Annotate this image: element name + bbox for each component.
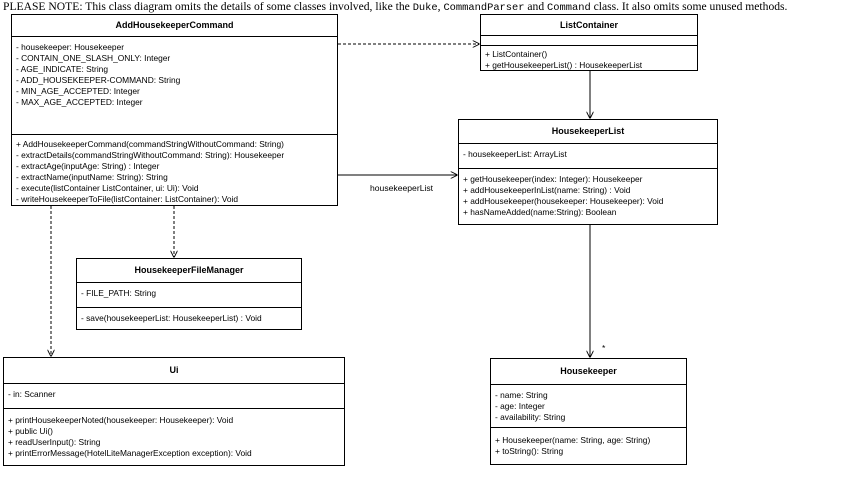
method: + hasNameAdded(name:String): Boolean bbox=[463, 206, 617, 217]
methods-section: + printHousekeeperNoted(housekeeper: Hou… bbox=[4, 409, 344, 459]
note-duke: Duke bbox=[412, 2, 438, 14]
method: + getHousekeeperList() : HousekeeperList bbox=[485, 59, 643, 70]
attributes-section: - in: Scanner bbox=[4, 384, 344, 409]
method: + printErrorMessage(HotelLiteManagerExce… bbox=[8, 447, 252, 458]
method: + readUserInput(): String bbox=[8, 436, 101, 447]
note-sep: and bbox=[524, 0, 548, 13]
class-name: ListContainer bbox=[481, 15, 697, 36]
method: + printHousekeeperNoted(housekeeper: Hou… bbox=[8, 415, 234, 425]
attribute: - housekeeper: Housekeeper bbox=[16, 42, 125, 52]
note-command: Command bbox=[547, 2, 591, 14]
method: - save(housekeeperList: HousekeeperList)… bbox=[81, 313, 262, 323]
attribute: - age: Integer bbox=[495, 400, 545, 411]
multiplicity-label: * bbox=[602, 343, 606, 353]
attribute: - ADD_HOUSEKEEPER-COMMAND: String bbox=[16, 74, 181, 85]
class-add-housekeeper-command: AddHousekeeperCommand - housekeeper: Hou… bbox=[11, 14, 338, 206]
association-label: housekeeperList bbox=[370, 183, 434, 193]
class-housekeeper-file-manager: HousekeeperFileManager - FILE_PATH: Stri… bbox=[76, 258, 302, 330]
methods-section: + ListContainer() + getHousekeeperList()… bbox=[481, 46, 697, 71]
attributes-section: - housekeeper: Housekeeper - CONTAIN_ONE… bbox=[12, 37, 337, 135]
class-ui: Ui - in: Scanner + printHousekeeperNoted… bbox=[3, 357, 345, 466]
attributes-section bbox=[481, 36, 697, 46]
methods-section: - save(housekeeperList: HousekeeperList)… bbox=[77, 308, 301, 324]
attribute: - housekeeperList: ArrayList bbox=[463, 149, 567, 159]
method: - writeHousekeeperToFile(listContainer: … bbox=[16, 193, 239, 204]
class-list-container: ListContainer + ListContainer() + getHou… bbox=[480, 14, 698, 71]
class-name: Housekeeper bbox=[491, 359, 686, 385]
attribute: - name: String bbox=[495, 390, 548, 400]
method: + getHousekeeper(index: Integer): Housek… bbox=[463, 174, 643, 184]
method: + addHousekeeperInList(name: String) : V… bbox=[463, 184, 631, 195]
methods-section: + AddHousekeeperCommand(commandStringWit… bbox=[12, 135, 337, 204]
note-text-end: class. It also omits some unused methods… bbox=[590, 0, 788, 13]
method: - extractName(inputName: String): String bbox=[16, 171, 168, 182]
methods-section: + Housekeeper(name: String, age: String)… bbox=[491, 428, 686, 457]
class-name: Ui bbox=[4, 358, 344, 384]
method: - extractDetails(commandStringWithoutCom… bbox=[16, 149, 285, 160]
method: + ListContainer() bbox=[485, 49, 548, 59]
diagram-note: PLEASE NOTE: This class diagram omits th… bbox=[3, 0, 787, 14]
method: + toString(): String bbox=[495, 445, 564, 456]
method: - execute(listContainer ListContainer, u… bbox=[16, 182, 199, 193]
attributes-section: - name: String - age: Integer - availabi… bbox=[491, 385, 686, 428]
method: + public Ui() bbox=[8, 425, 53, 436]
method: + AddHousekeeperCommand(commandStringWit… bbox=[16, 139, 284, 149]
attribute: - AGE_INDICATE: String bbox=[16, 63, 108, 74]
class-housekeeper-list: HousekeeperList - housekeeperList: Array… bbox=[458, 119, 718, 225]
class-name: HousekeeperFileManager bbox=[77, 259, 301, 283]
attribute: - CONTAIN_ONE_SLASH_ONLY: Integer bbox=[16, 52, 171, 63]
attribute: - in: Scanner bbox=[8, 389, 56, 399]
method: + Housekeeper(name: String, age: String) bbox=[495, 435, 651, 445]
attribute: - MAX_AGE_ACCEPTED: Integer bbox=[16, 96, 143, 107]
attributes-section: - FILE_PATH: String bbox=[77, 283, 301, 308]
method: + addHousekeeper(housekeeper: Housekeepe… bbox=[463, 195, 664, 206]
note-text: PLEASE NOTE: This class diagram omits th… bbox=[3, 0, 413, 13]
method: - extractAge(inputAge: String) : Integer bbox=[16, 160, 160, 171]
class-housekeeper: Housekeeper - name: String - age: Intege… bbox=[490, 358, 687, 465]
attribute: - FILE_PATH: String bbox=[81, 288, 157, 298]
class-name: HousekeeperList bbox=[459, 120, 717, 144]
methods-section: + getHousekeeper(index: Integer): Housek… bbox=[459, 169, 717, 218]
attribute: - availability: String bbox=[495, 411, 566, 422]
attributes-section: - housekeeperList: ArrayList bbox=[459, 144, 717, 169]
class-name: AddHousekeeperCommand bbox=[12, 15, 337, 37]
note-command-parser: CommandParser bbox=[443, 2, 525, 14]
note-sep: , bbox=[437, 0, 444, 13]
attribute: - MIN_AGE_ACCEPTED: Integer bbox=[16, 85, 140, 96]
